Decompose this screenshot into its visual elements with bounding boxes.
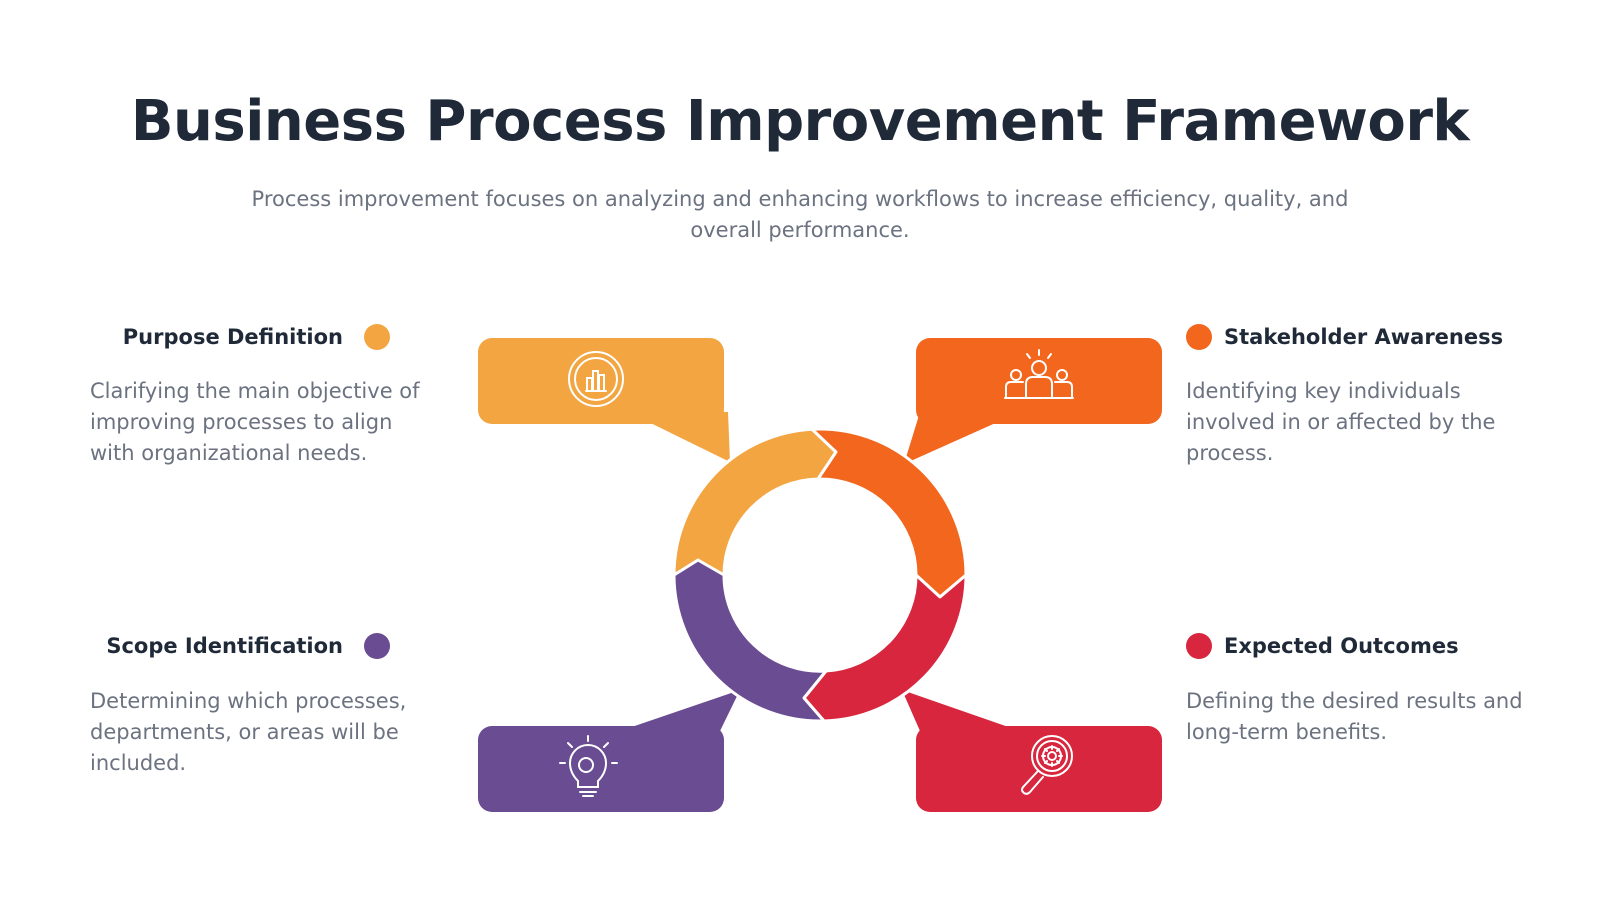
outcomes-callout-box — [916, 726, 1162, 812]
stakeholder-callout-tail — [904, 412, 1020, 464]
outcomes-heading: Expected Outcomes — [1224, 634, 1459, 658]
outcomes-ring-segment — [802, 573, 968, 723]
lightbulb-gear-icon — [559, 735, 618, 797]
magnifier-gear-icon — [1021, 735, 1073, 795]
scope-ring-segment — [672, 558, 828, 723]
outcomes-callout-tail — [902, 690, 1020, 731]
stakeholder-callout-box — [916, 338, 1162, 424]
purpose-dot — [364, 324, 390, 350]
scope-callout-tail — [620, 690, 740, 731]
stakeholder-description: Identifying key individuals involved in … — [1186, 379, 1496, 465]
scope-callout-box — [478, 726, 724, 812]
stakeholder-dot — [1186, 324, 1212, 350]
scope-heading: Scope Identification — [106, 634, 343, 658]
stakeholder-heading: Stakeholder Awareness — [1224, 325, 1504, 349]
purpose-description: Clarifying the main objective of improvi… — [90, 379, 420, 465]
purpose-callout-box — [478, 338, 724, 424]
scope-dot — [364, 633, 390, 659]
scope-description: Determining which processes, departments… — [90, 689, 407, 775]
purpose-ring-segment — [672, 427, 838, 577]
purpose-callout-tail — [628, 412, 730, 462]
purpose-heading: Purpose Definition — [122, 325, 343, 349]
people-group-icon — [1004, 349, 1074, 399]
bar-chart-circle-icon — [568, 351, 624, 407]
outcomes-description: Defining the desired results and long-te… — [1186, 689, 1523, 744]
page-title: Business Process Improvement Framework — [130, 89, 1470, 154]
page-subtitle: Process improvement focuses on analyzing… — [251, 187, 1349, 242]
stakeholder-ring-segment — [810, 427, 968, 599]
outcomes-dot — [1186, 633, 1212, 659]
